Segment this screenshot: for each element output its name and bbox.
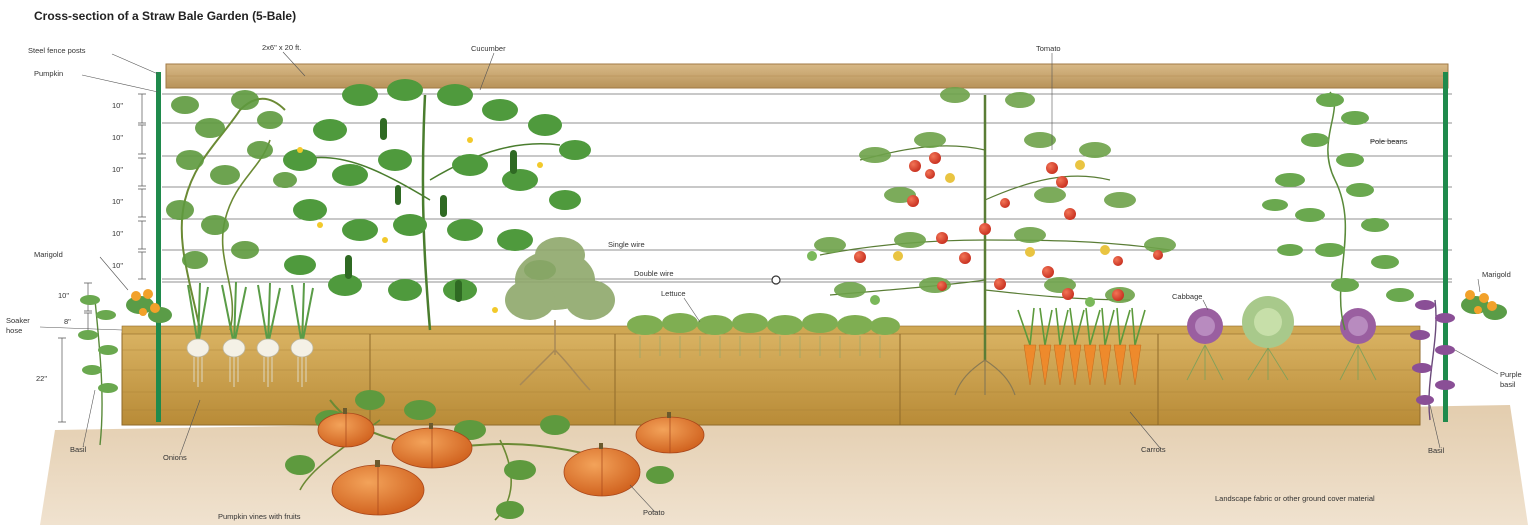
label-board: 2x6" x 20 ft. <box>262 43 301 52</box>
label-purple-basil-1: Purple <box>1500 370 1522 379</box>
label-pumpkin: Pumpkin <box>34 69 63 78</box>
label-steel-fence-posts: Steel fence posts <box>28 46 86 55</box>
label-single-wire: Single wire <box>608 240 645 249</box>
label-landscape-fabric: Landscape fabric or other ground cover m… <box>1215 494 1375 503</box>
label-cabbage: Cabbage <box>1172 292 1202 301</box>
straw-bales <box>122 326 1420 425</box>
pumpkin-trellis-vine <box>166 90 297 330</box>
label-potato: Potato <box>643 508 665 517</box>
pole-bean-plant <box>1262 92 1414 330</box>
label-basil-left: Basil <box>70 445 87 454</box>
label-pumpkin-vines: Pumpkin vines with fruits <box>218 512 301 521</box>
label-double-wire: Double wire <box>634 269 674 278</box>
bale-3 <box>615 333 900 425</box>
label-soaker-hose-2: hose <box>6 326 22 335</box>
dim-4: 10" <box>112 197 123 206</box>
label-marigold-right: Marigold <box>1482 270 1511 279</box>
marigold-right <box>1461 290 1507 320</box>
label-purple-basil-2: basil <box>1500 380 1516 389</box>
label-marigold-left: Marigold <box>34 250 63 259</box>
label-cucumber: Cucumber <box>471 44 506 53</box>
label-onions: Onions <box>163 453 187 462</box>
dim-8: 8" <box>64 317 71 326</box>
fence-post-left <box>156 72 161 422</box>
dim-6: 10" <box>112 261 123 270</box>
dim-5: 10" <box>112 229 123 238</box>
label-soaker-hose-1: Soaker <box>6 316 30 325</box>
trellis-wires <box>162 94 1452 282</box>
label-tomato: Tomato <box>1036 44 1061 53</box>
marigold-left <box>126 289 172 323</box>
wire-tensioner <box>772 276 780 284</box>
dim-7: 10" <box>58 291 69 300</box>
basil-left <box>78 295 118 445</box>
label-pole-beans: Pole beans <box>1370 137 1408 146</box>
bale-5 <box>1158 333 1420 425</box>
dim-9: 22" <box>36 374 47 383</box>
dim-3: 10" <box>112 165 123 174</box>
dim-1: 10" <box>112 101 123 110</box>
label-basil-right: Basil <box>1428 446 1445 455</box>
label-carrots: Carrots <box>1141 445 1166 454</box>
fence-post-right <box>1443 72 1448 422</box>
dim-2: 10" <box>112 133 123 142</box>
label-lettuce: Lettuce <box>661 289 686 298</box>
